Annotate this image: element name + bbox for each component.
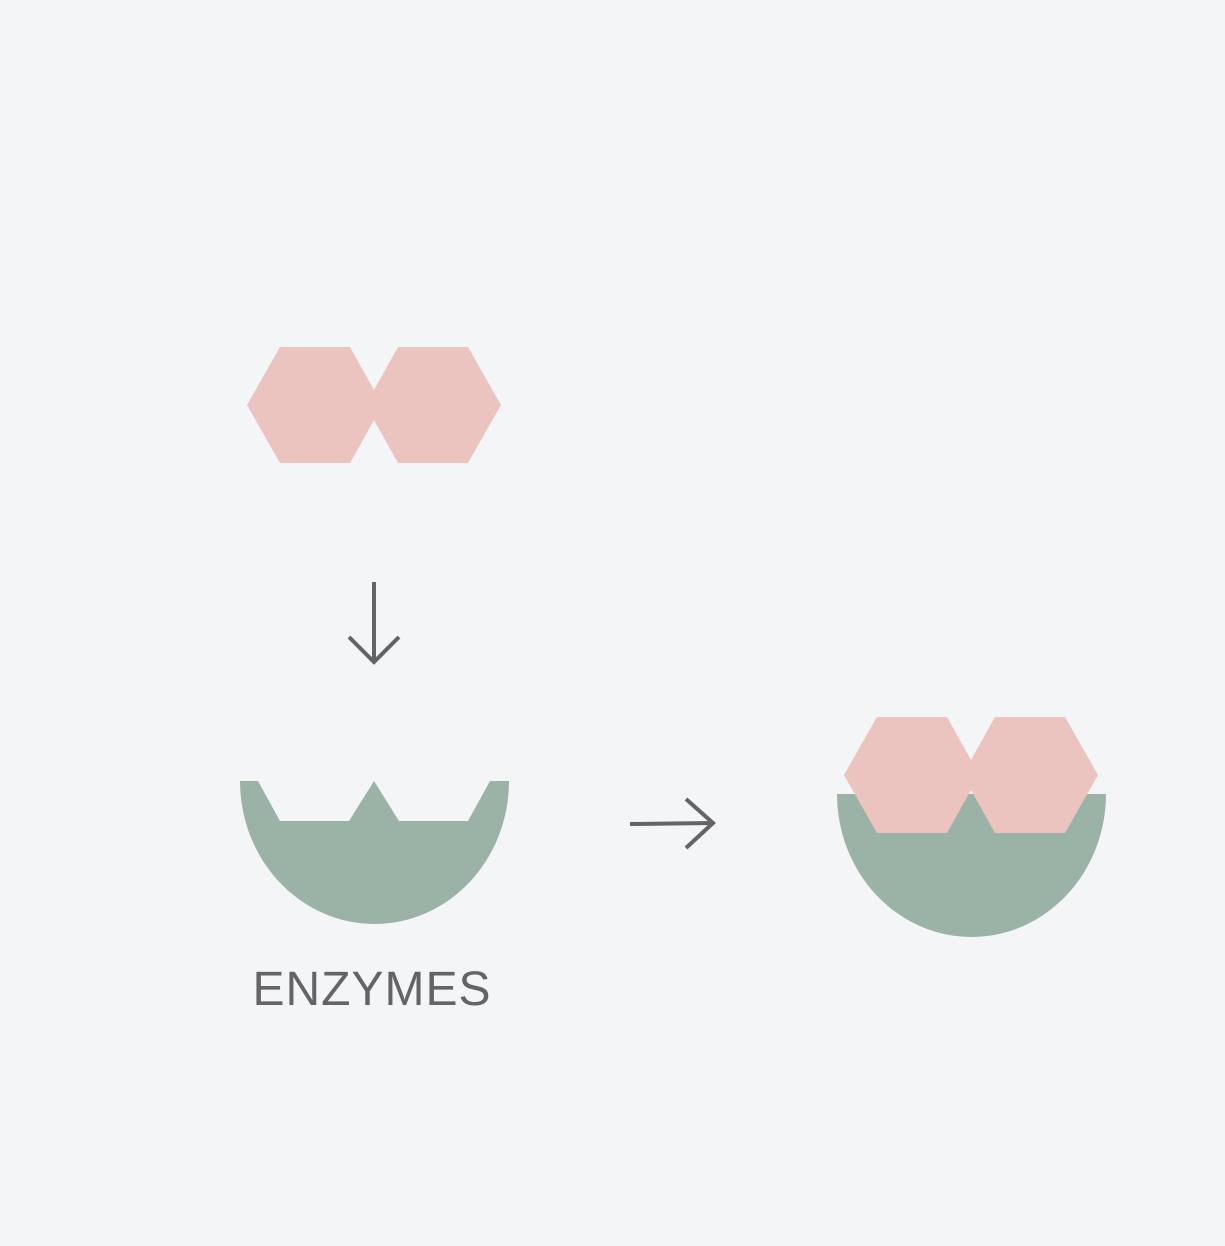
substrate-hexagon-left: [247, 347, 374, 463]
substrate-hexagon-right: [374, 347, 501, 463]
enzyme-substrate-complex: [837, 717, 1106, 937]
complex-substrate-hexagon-left: [844, 717, 971, 833]
enzyme-with-active-site: [240, 781, 509, 924]
substrate-molecule: [247, 347, 501, 463]
complex-substrate-hexagon-right: [971, 717, 1098, 833]
enzymes-label: ENZYMES: [252, 963, 491, 1016]
right-arrow-icon: [629, 797, 716, 850]
down-arrow-icon: [347, 582, 401, 665]
